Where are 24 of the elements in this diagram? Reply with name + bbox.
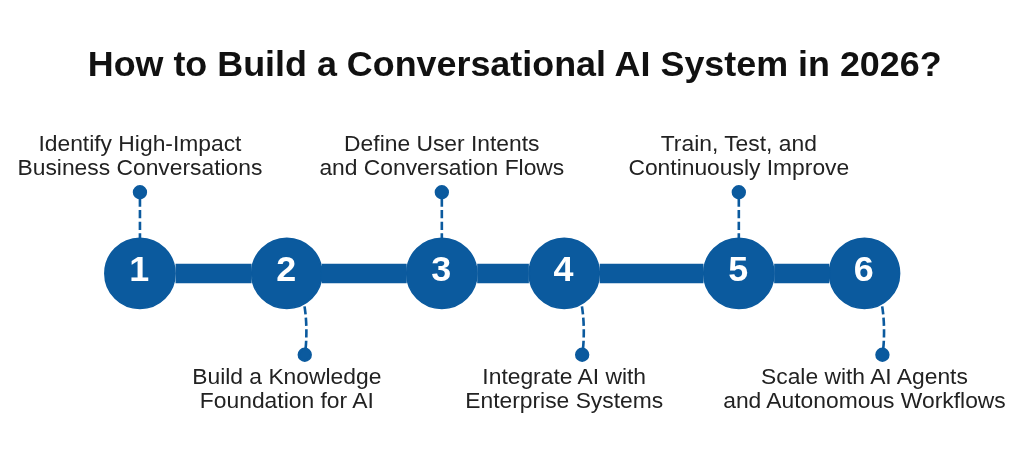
node-circle: 2: [250, 237, 323, 309]
node-text: Train, Test, and Continuously Improve: [628, 129, 850, 180]
connector: [132, 184, 148, 238]
node-text: Build a Knowledge Foundation for AI: [192, 362, 382, 413]
connector: [434, 184, 449, 238]
connector: [774, 263, 830, 283]
node-circle: 6: [828, 237, 901, 309]
node-text: Integrate AI with Enterprise Systems: [465, 362, 664, 413]
connector: [599, 263, 704, 283]
connector: [477, 263, 529, 283]
node-circle: 3: [405, 237, 478, 309]
node-circle: 5: [702, 237, 775, 309]
node-text: Define User Intents and Conversation Flows: [319, 129, 565, 180]
diagram-title: How to Build a Conversational AI System in 2026?: [87, 43, 942, 84]
connector: [731, 184, 746, 238]
node-text: Identify High-Impact Business Conversations: [17, 129, 263, 180]
connector: [321, 263, 407, 283]
node-circle: 4: [528, 237, 601, 309]
connector: [175, 263, 252, 283]
node-circle: 1: [104, 237, 176, 309]
node-text: Scale with AI Agents and Autonomous Workflows: [723, 362, 1006, 413]
connector: [875, 303, 890, 362]
connector: [575, 303, 590, 362]
connector: [297, 303, 312, 362]
